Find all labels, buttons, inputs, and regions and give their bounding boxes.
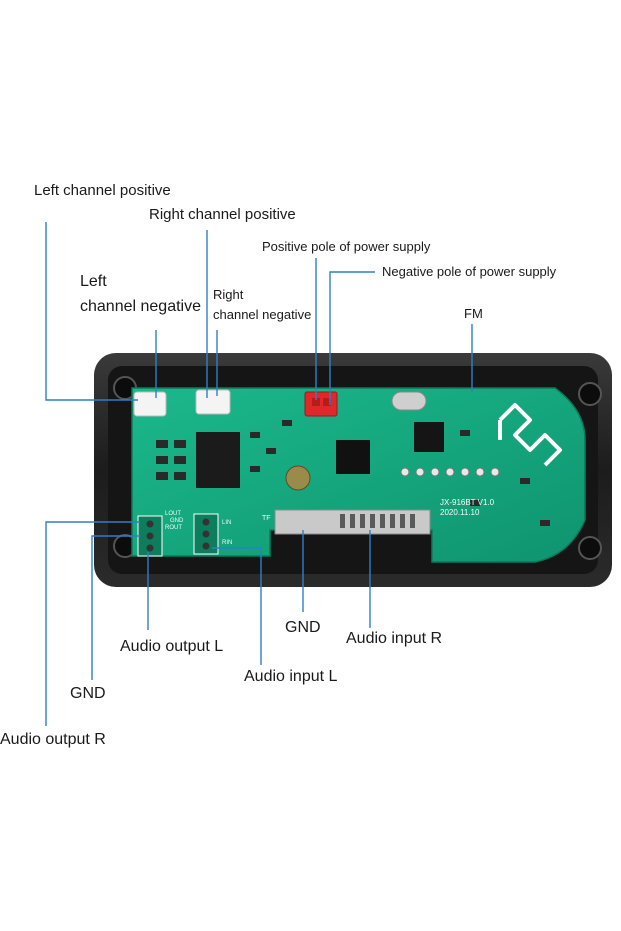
label-gnd-center: GND — [285, 619, 321, 636]
label-negative-pole: Negative pole of power supply — [382, 264, 557, 279]
label-fm: FM — [464, 306, 483, 321]
leader-gnd-left — [91, 535, 140, 680]
label-left-channel-negative-line1: Left — [80, 273, 107, 290]
header-pins — [400, 467, 500, 477]
mount-hole-br — [578, 536, 602, 560]
pin-marking-lout: LOUT — [165, 511, 181, 517]
label-left-channel-negative-line2: channel negative — [80, 298, 201, 315]
pin-marking-gnd: GND — [170, 518, 184, 524]
label-audio-output-r: Audio output R — [0, 731, 106, 748]
mount-hole-tr — [578, 382, 602, 406]
pin-marking-lin: LIN — [222, 520, 231, 526]
leader-audio-output-r — [45, 521, 140, 726]
label-audio-input-l: Audio input L — [244, 668, 338, 685]
label-right-channel-negative-line2: channel negative — [213, 307, 312, 322]
label-gnd-left: GND — [70, 685, 106, 702]
bluetooth-chip — [414, 422, 444, 452]
pcb-board — [131, 387, 586, 563]
label-right-channel-negative-line1: Right — [213, 287, 244, 302]
pin-marking-rout: ROUT — [165, 525, 182, 531]
label-audio-output-l: Audio output L — [120, 638, 224, 655]
leader-negative-pole — [329, 271, 375, 405]
right-speaker-connector — [195, 389, 231, 415]
capacitor — [285, 465, 311, 491]
leader-lines — [45, 222, 473, 726]
date-marking: 2020.11.10 — [440, 508, 480, 517]
leader-audio-input-l — [212, 547, 262, 665]
label-audio-input-r: Audio input R — [346, 630, 443, 647]
label-positive-pole: Positive pole of power supply — [262, 239, 431, 254]
model-marking: JX-916BT V1.0 — [440, 498, 495, 507]
smd-components — [156, 420, 550, 526]
pin-marking-rin: RIN — [222, 540, 232, 546]
tf-marking: TF — [262, 515, 271, 522]
label-left-channel-positive: Left channel positive — [34, 182, 171, 199]
left-speaker-connector — [133, 391, 167, 417]
crystal-oscillator — [391, 391, 427, 411]
main-chip — [336, 440, 370, 474]
label-right-channel-positive: Right channel positive — [149, 206, 296, 223]
amplifier-chip — [196, 432, 240, 488]
power-connector — [304, 391, 338, 417]
antenna-trace — [498, 403, 562, 467]
leader-left-channel-positive — [45, 222, 138, 401]
